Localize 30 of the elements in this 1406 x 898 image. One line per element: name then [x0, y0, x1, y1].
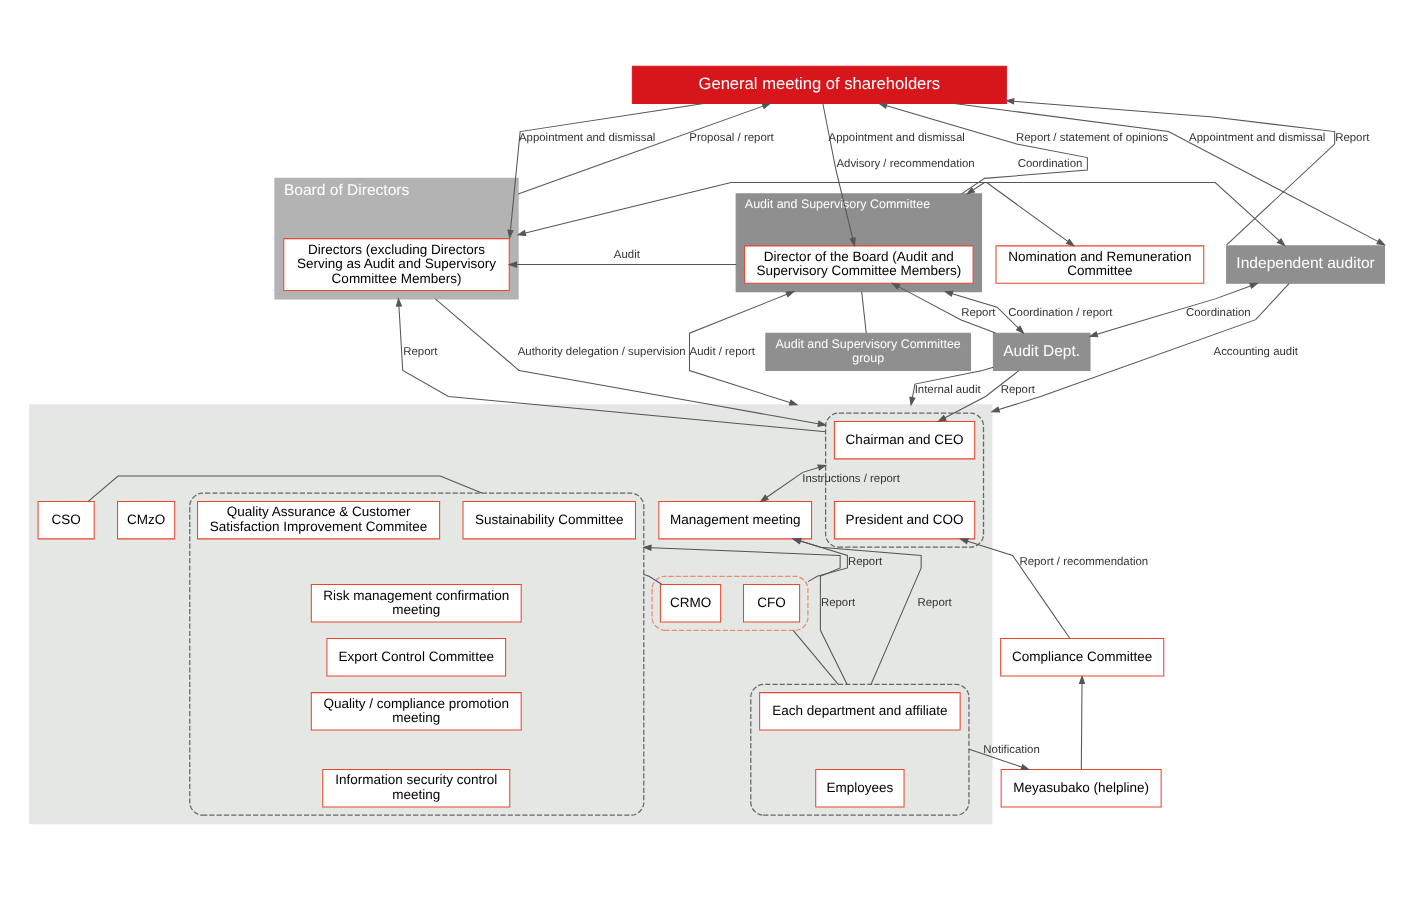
arrow [909, 366, 994, 407]
arrow [877, 102, 1088, 195]
arrow [507, 103, 705, 240]
arrow [642, 544, 848, 685]
node-box: General meeting of shareholders [631, 65, 1007, 105]
cluster [189, 492, 645, 816]
cluster [750, 683, 970, 816]
arrow [1088, 282, 1259, 338]
arrow [759, 464, 828, 503]
arrow [890, 282, 996, 334]
arrow [965, 182, 1286, 247]
connector [861, 291, 867, 334]
arrow [791, 538, 848, 583]
cluster [651, 575, 809, 631]
connector [792, 629, 839, 685]
arrow [688, 291, 799, 406]
arrow [953, 103, 1386, 246]
arrow [937, 370, 1020, 423]
connector [87, 475, 484, 502]
arrow [507, 261, 737, 268]
arrow [516, 182, 1076, 247]
connector [643, 573, 663, 585]
arrow [1004, 98, 1336, 246]
arrow [943, 290, 1025, 335]
arrow [517, 103, 772, 195]
arrow [958, 538, 1071, 639]
arrow [822, 103, 856, 248]
arrow [791, 538, 922, 685]
arrow [1078, 674, 1086, 770]
arrow [968, 748, 1031, 771]
